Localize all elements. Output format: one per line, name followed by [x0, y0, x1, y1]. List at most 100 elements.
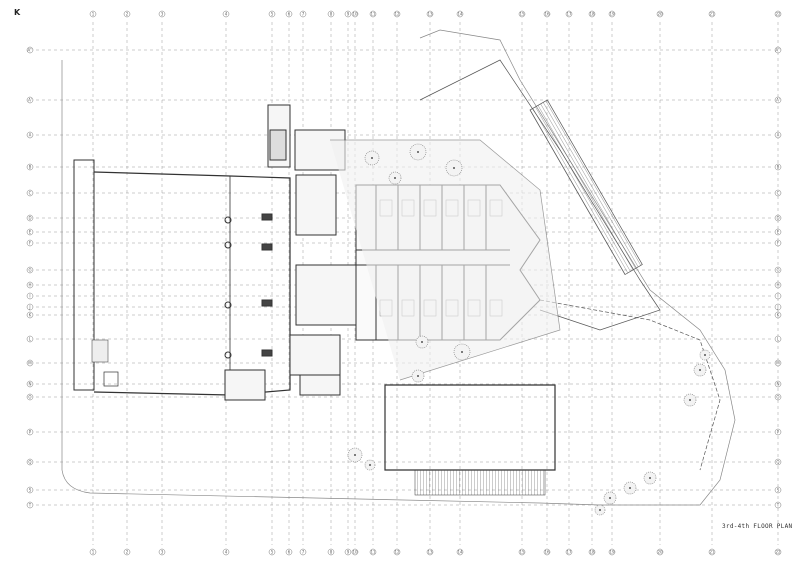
grid-row-label: M	[28, 361, 32, 366]
grid-row-label: T	[776, 503, 780, 508]
grid-column-label: 9	[347, 12, 350, 17]
grid-bubble	[774, 501, 782, 509]
grid-bubble	[26, 163, 34, 171]
grid-bubble	[299, 548, 307, 556]
tree-trunk	[599, 509, 601, 511]
tree-trunk	[629, 487, 631, 489]
grid-column-label: 7	[302, 12, 305, 17]
grid-bubble	[656, 10, 664, 18]
grid-column-label: 21	[709, 12, 715, 17]
grid-column-label: 1	[92, 550, 95, 555]
grid-column-label: 6	[288, 550, 291, 555]
grid-column-label: 8	[330, 550, 333, 555]
grid-bubble	[774, 228, 782, 236]
grid-column-label: 15	[519, 550, 525, 555]
tree-trunk	[689, 399, 691, 401]
grid-bubble	[26, 428, 34, 436]
grid-column-label: 18	[589, 550, 595, 555]
grid-row-label: H	[28, 283, 31, 288]
grid-row-label: M	[776, 361, 780, 366]
grid-row-label: B	[777, 165, 780, 170]
tree-trunk	[609, 497, 611, 499]
grid-column-label: 8	[330, 12, 333, 17]
grid-row-label: P	[29, 430, 32, 435]
grid-row-label: S	[777, 488, 780, 493]
grid-row-label: I	[29, 294, 30, 299]
grid-bubble	[774, 486, 782, 494]
grid-column-label: 22	[775, 12, 781, 17]
grid-column-label: 6	[288, 12, 291, 17]
grid-bubble	[26, 311, 34, 319]
grid-bubble	[26, 359, 34, 367]
grid-row-label: T	[28, 503, 32, 508]
grid-bubble	[268, 548, 276, 556]
grid-column-label: 5	[271, 550, 274, 555]
grid-bubble	[426, 10, 434, 18]
grid-column-label: 2	[126, 12, 129, 17]
grid-bubble	[565, 10, 573, 18]
grid-row-label: A''	[28, 48, 33, 53]
grid-row-label: N	[29, 382, 32, 387]
grid-bubble	[369, 548, 377, 556]
grid-bubble	[26, 501, 34, 509]
grid-column-label: 21	[709, 550, 715, 555]
grid-row-label: H	[776, 283, 779, 288]
grid-column-label: 17	[566, 550, 572, 555]
grid-bubble	[774, 292, 782, 300]
grid-column-label: 11	[370, 550, 376, 555]
grid-bubble	[89, 548, 97, 556]
grid-column-label: 4	[225, 550, 228, 555]
grid-column-label: 14	[457, 12, 463, 17]
grid-bubble	[26, 131, 34, 139]
grid-column-label: 3	[161, 12, 164, 17]
grid-row-label: O	[776, 395, 779, 400]
grid-row-label: Q	[776, 460, 779, 465]
grid-column-label: 22	[775, 550, 781, 555]
grid-row-label: C	[29, 191, 32, 196]
grid-bubble	[774, 96, 782, 104]
grid-bubble	[774, 46, 782, 54]
north-indicator: K	[14, 8, 21, 17]
grid-bubble	[774, 380, 782, 388]
grid-bubble	[344, 10, 352, 18]
grid-row-label: E	[777, 230, 780, 235]
grid-column-label: 10	[352, 550, 358, 555]
grid-row-label: S	[29, 488, 32, 493]
grid-bubble	[26, 458, 34, 466]
grid-bubble	[774, 393, 782, 401]
west-wing	[73, 159, 291, 396]
grid-bubble	[26, 393, 34, 401]
grid-bubble	[158, 10, 166, 18]
grid-bubble	[26, 335, 34, 343]
grid-bubble	[543, 548, 551, 556]
grid-bubble	[656, 548, 664, 556]
grid-bubble	[393, 10, 401, 18]
grid-column-label: 1	[92, 12, 95, 17]
grid-bubble	[26, 380, 34, 388]
grid-bubble	[518, 548, 526, 556]
grid-row-label: C	[777, 191, 780, 196]
grid-bubble	[774, 266, 782, 274]
grid-bubble	[285, 10, 293, 18]
grid-column-label: 3	[161, 550, 164, 555]
grid-row-label: D	[776, 216, 779, 221]
grid-bubble	[26, 292, 34, 300]
grid-row-label: Q	[28, 460, 31, 465]
grid-row-label: L	[777, 337, 780, 342]
grid-bubble	[774, 335, 782, 343]
grid-bubble	[456, 548, 464, 556]
grid-bubble	[518, 10, 526, 18]
grid-bubble	[285, 548, 293, 556]
grid-bubble	[774, 189, 782, 197]
tree-trunk	[354, 454, 356, 456]
grid-row-label: L	[29, 337, 32, 342]
tree-trunk	[369, 464, 371, 466]
grid-bubble	[222, 548, 230, 556]
grid-column-label: 5	[271, 12, 274, 17]
tree-trunk	[649, 477, 651, 479]
grid-row-label: B	[29, 165, 32, 170]
grid-bubble	[268, 10, 276, 18]
tree-trunk	[371, 157, 373, 159]
grid-row-label: A'	[776, 98, 780, 103]
